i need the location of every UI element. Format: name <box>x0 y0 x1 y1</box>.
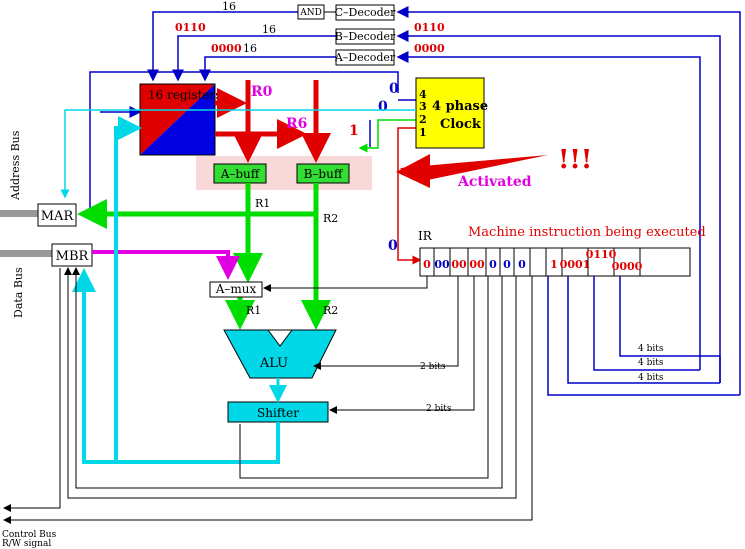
mbr-label: MBR <box>56 249 90 264</box>
r0-label: R0 <box>251 84 273 100</box>
clock-1-value: 0 <box>388 238 398 254</box>
ir-field-1: 00 <box>434 258 450 271</box>
ir-field-7: 1 <box>550 258 558 271</box>
rw-signal-label: R/W signal <box>2 539 51 549</box>
clock-label-2: Clock <box>440 117 482 132</box>
alu-label: ALU <box>259 356 288 371</box>
activated-arrow <box>400 155 548 182</box>
a-mux-label: A–mux <box>215 282 257 296</box>
clock-phase-2: 2 <box>419 113 427 126</box>
r6-label: R6 <box>286 116 307 132</box>
c-decoder <box>335 4 395 21</box>
address-bus-stub <box>0 210 38 217</box>
register-file-label: 16 registers <box>148 88 221 102</box>
b-buffer-label: B–buff <box>304 167 344 181</box>
four-bits-a: 4 bits <box>638 344 664 354</box>
c-decoder-label: C–Decoder <box>335 6 397 19</box>
a-buffer <box>213 163 267 184</box>
machine-instr-label: Machine instruction being executed <box>468 225 706 240</box>
activated-label: Activated <box>457 174 532 190</box>
mbr-box <box>51 243 93 267</box>
b-buffer <box>296 163 350 184</box>
r1-bottom-label: R1 <box>246 304 261 317</box>
b-decoder-value: 0110 <box>414 21 445 34</box>
control-bus-label: Control Bus <box>2 530 57 540</box>
data-bus-stub <box>0 250 52 257</box>
ir-field-2: 00 <box>451 258 467 271</box>
clock-phase-4: 4 <box>419 88 427 101</box>
a-buffer-label: A–buff <box>220 167 261 181</box>
ir-field-4: 0 <box>489 258 497 271</box>
clock-3-value: 0 <box>378 99 388 115</box>
ir-field-dividers <box>433 248 641 276</box>
a-left-value: 0000 <box>211 42 242 55</box>
data-bus-label: Data Bus <box>12 267 25 318</box>
a-mux <box>209 281 263 298</box>
instruction-register <box>419 247 691 277</box>
ir-field-6: 0 <box>518 258 526 271</box>
r2-top-label: R2 <box>323 212 338 225</box>
alu <box>223 329 337 379</box>
r1-top-label: R1 <box>255 197 270 210</box>
clock-box <box>415 77 485 149</box>
clock-label-1: 4 phase <box>432 99 488 114</box>
ir-field-8: 0001 <box>560 258 591 271</box>
ir-field-9: 0110 <box>586 248 617 261</box>
a-decoder-label: A–Decoder <box>334 51 396 64</box>
bus-width-b: 16 <box>262 23 276 36</box>
shifter-label: Shifter <box>257 406 299 420</box>
clock-2-value: 1 <box>349 123 359 139</box>
two-bits-alu: 2 bits <box>420 362 446 372</box>
a-decoder-value: 0000 <box>414 42 445 55</box>
decoder-wires <box>89 6 741 395</box>
ir-field-5: 0 <box>503 258 511 271</box>
register-file-blue <box>140 84 215 155</box>
a-decoder <box>335 49 395 66</box>
mar-label: MAR <box>41 209 75 224</box>
ir-field-10: 0000 <box>612 260 643 273</box>
b-decoder <box>335 28 395 45</box>
b-decoder-label: B–Decoder <box>335 30 396 43</box>
four-bits-c: 4 bits <box>638 373 664 383</box>
clock-phase-1: 1 <box>419 126 427 139</box>
clock-4-value: 0 <box>389 81 399 97</box>
clock-phase-3: 3 <box>419 100 427 113</box>
address-bus-label: Address Bus <box>9 130 22 201</box>
and-gate-label: AND <box>299 8 322 18</box>
four-bits-b: 4 bits <box>638 358 664 368</box>
mar-box <box>37 203 77 227</box>
ir-field-0: 0 <box>423 258 431 271</box>
bus-width-a: 16 <box>243 42 257 55</box>
ir-field-3: 00 <box>469 258 485 271</box>
two-bits-shifter: 2 bits <box>426 404 452 414</box>
bus-width-c: 16 <box>222 0 236 13</box>
r2-bottom-label: R2 <box>323 304 338 317</box>
ir-label: IR <box>418 229 433 243</box>
c-value: 0110 <box>175 21 206 34</box>
exclaim-marks: !!! <box>558 145 592 175</box>
